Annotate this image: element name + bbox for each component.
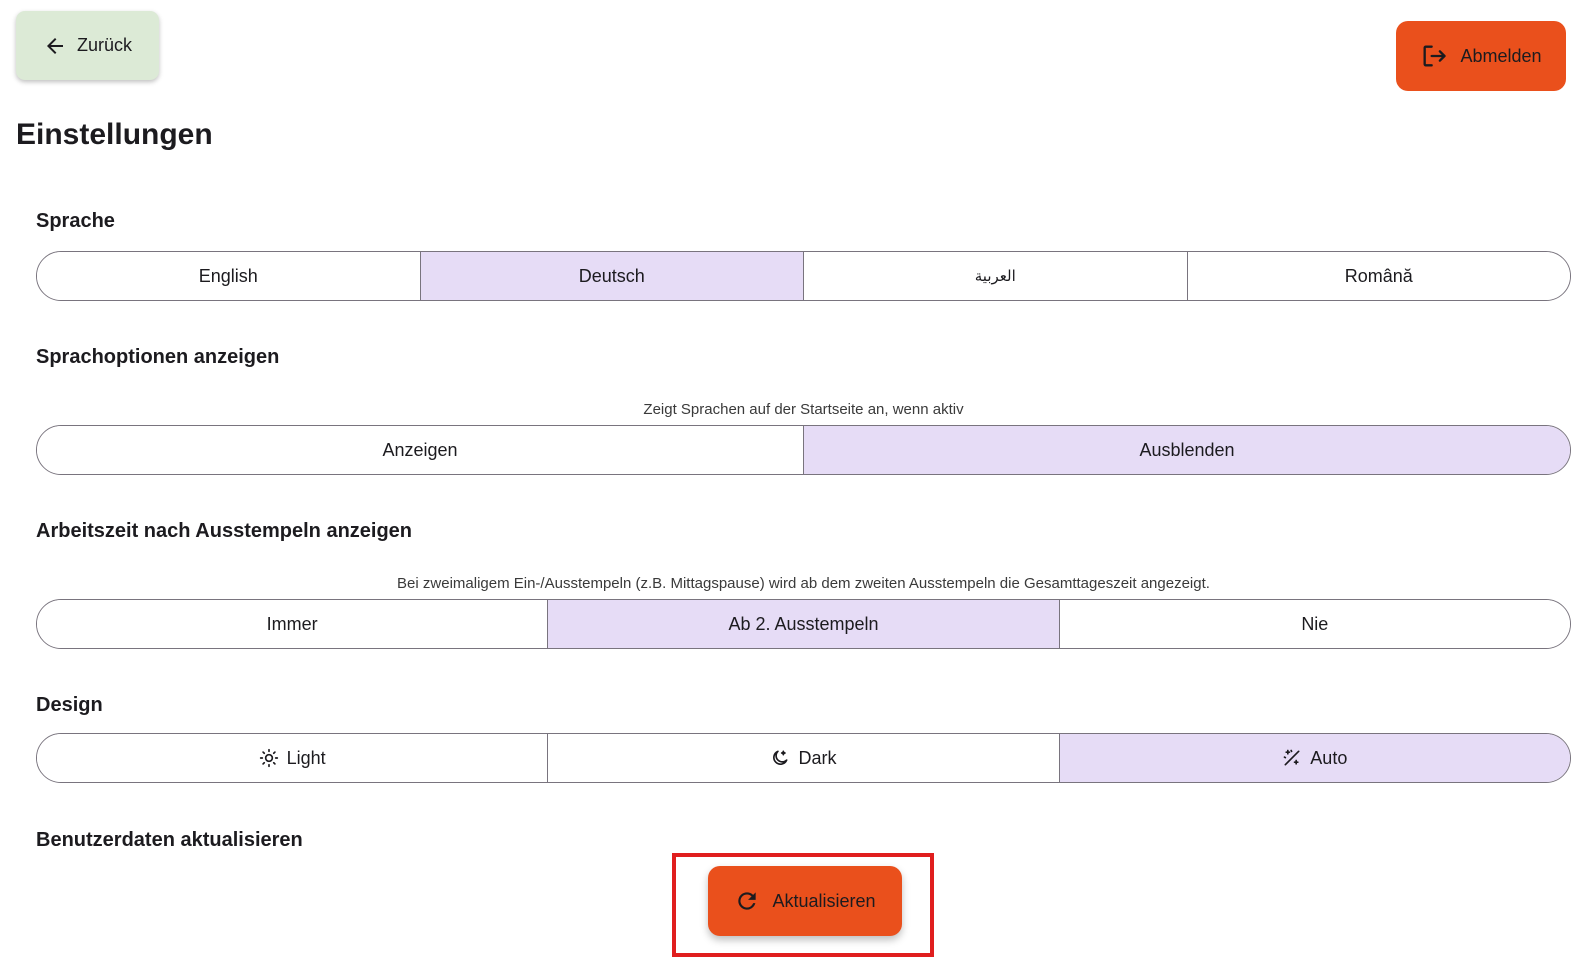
sun-icon [259,748,279,768]
back-button-label: Zurück [76,35,132,55]
user-data-section-label: Benutzerdaten aktualisieren [36,829,303,851]
design-section-label: Design [36,694,103,716]
worktime-option-never[interactable]: Nie [1059,600,1570,648]
logout-button-label: Abmelden [1460,45,1542,66]
language-options-segmented-control: Anzeigen Ausblenden [36,425,1571,475]
design-option-auto[interactable]: Auto [1059,734,1570,782]
language-options-section-label: Sprachoptionen anzeigen [36,346,280,368]
language-option-english[interactable]: English [37,252,421,300]
back-button[interactable]: Zurück [16,11,159,80]
auto-theme-icon [1282,748,1302,768]
language-section-label: Sprache [36,210,115,232]
refresh-icon [734,888,760,914]
language-options-show[interactable]: Anzeigen [37,426,804,474]
design-segmented-control: Light Dark Auto [36,733,1571,783]
refresh-button-label: Aktualisieren [772,890,876,911]
worktime-section-label: Arbeitszeit nach Ausstempeln anzeigen [36,520,413,542]
language-segmented-control: English Deutsch العربية Română [36,251,1571,301]
language-options-hide[interactable]: Ausblenden [804,426,1570,474]
logout-button[interactable]: Abmelden [1396,21,1566,91]
worktime-option-always[interactable]: Immer [37,600,549,648]
moon-icon [770,748,790,768]
design-option-light[interactable]: Light [37,734,549,782]
worktime-option-second-clockout[interactable]: Ab 2. Ausstempeln [548,600,1060,648]
language-option-arabic[interactable]: العربية [804,252,1188,300]
refresh-button[interactable]: Aktualisieren [708,866,902,936]
worktime-segmented-control: Immer Ab 2. Ausstempeln Nie [36,599,1571,649]
logout-icon [1420,42,1448,70]
refresh-highlight-box [672,853,934,957]
language-options-hint: Zeigt Sprachen auf der Startseite an, we… [643,401,964,418]
language-option-romanian[interactable]: Română [1187,252,1570,300]
arrow-left-icon [43,34,67,58]
design-option-dark[interactable]: Dark [548,734,1060,782]
language-option-deutsch[interactable]: Deutsch [420,252,804,300]
worktime-hint: Bei zweimaligem Ein-/Ausstempeln (z.B. M… [397,575,1210,592]
page-title: Einstellungen [16,118,213,151]
